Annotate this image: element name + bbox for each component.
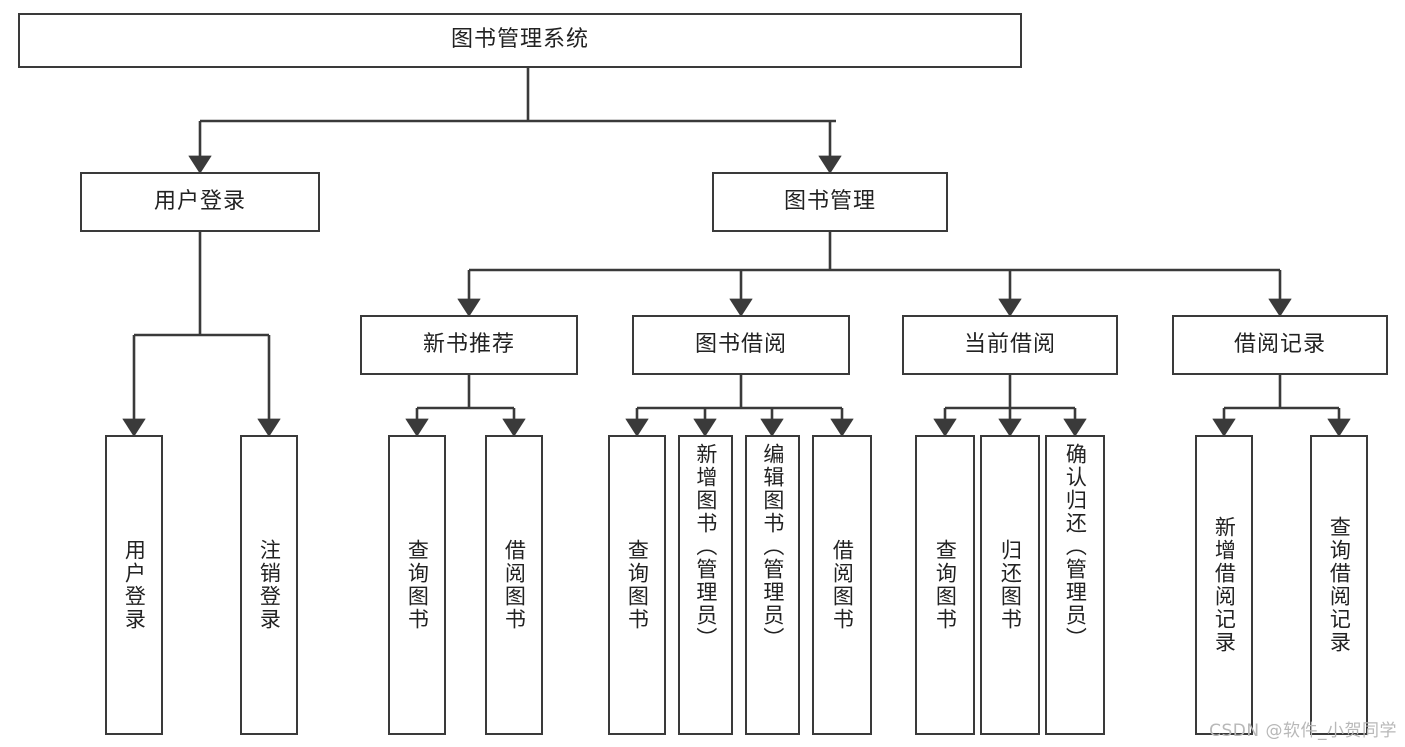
leaf-return-book[interactable]: 归还图书 <box>980 435 1040 735</box>
node-root-label: 图书管理系统 <box>450 27 589 53</box>
leaf-borrow-book-nb[interactable]: 借阅图书 <box>485 435 543 735</box>
leaf-confirm-return-admin-label: 确认归还（管理员） <box>1063 443 1088 650</box>
node-current-borrow-label: 当前借阅 <box>963 331 1056 357</box>
leaf-edit-book-admin-label: 编辑图书（管理员） <box>760 443 785 650</box>
leaf-add-borrow-record-label: 新增借阅记录 <box>1212 516 1237 654</box>
leaf-borrow-book-nb-label: 借阅图书 <box>502 539 527 631</box>
leaf-query-borrow-record[interactable]: 查询借阅记录 <box>1310 435 1368 735</box>
node-root[interactable]: 图书管理系统 <box>18 13 1022 68</box>
csdn-watermark: CSDN @软件_小贺同学 <box>1209 721 1397 741</box>
leaf-confirm-return-admin[interactable]: 确认归还（管理员） <box>1045 435 1105 735</box>
leaf-query-book-bb-label: 查询图书 <box>625 539 650 631</box>
leaf-borrow-book-bb[interactable]: 借阅图书 <box>812 435 872 735</box>
leaf-query-book-nb-label: 查询图书 <box>405 539 430 631</box>
node-book-management-label: 图书管理 <box>783 188 876 214</box>
leaf-query-borrow-record-label: 查询借阅记录 <box>1327 516 1352 654</box>
node-borrow-record[interactable]: 借阅记录 <box>1172 315 1388 375</box>
leaf-query-book-cb[interactable]: 查询图书 <box>915 435 975 735</box>
leaf-add-book-admin[interactable]: 新增图书（管理员） <box>678 435 733 735</box>
node-new-book-recommend[interactable]: 新书推荐 <box>360 315 578 375</box>
node-new-book-recommend-label: 新书推荐 <box>422 331 515 357</box>
leaf-borrow-book-bb-label: 借阅图书 <box>830 539 855 631</box>
leaf-query-book-bb[interactable]: 查询图书 <box>608 435 666 735</box>
leaf-add-book-admin-label: 新增图书（管理员） <box>693 443 718 650</box>
node-book-borrow-label: 图书借阅 <box>694 331 787 357</box>
leaf-user-login[interactable]: 用户登录 <box>105 435 163 735</box>
node-book-borrow[interactable]: 图书借阅 <box>632 315 850 375</box>
leaf-query-book-nb[interactable]: 查询图书 <box>388 435 446 735</box>
node-user-login[interactable]: 用户登录 <box>80 172 320 232</box>
node-book-management[interactable]: 图书管理 <box>712 172 948 232</box>
leaf-logout[interactable]: 注销登录 <box>240 435 298 735</box>
leaf-query-book-cb-label: 查询图书 <box>933 539 958 631</box>
leaf-edit-book-admin[interactable]: 编辑图书（管理员） <box>745 435 800 735</box>
leaf-return-book-label: 归还图书 <box>998 539 1023 631</box>
node-current-borrow[interactable]: 当前借阅 <box>902 315 1118 375</box>
node-user-login-label: 用户登录 <box>153 188 246 214</box>
leaf-user-login-label: 用户登录 <box>122 539 147 631</box>
node-borrow-record-label: 借阅记录 <box>1233 331 1326 357</box>
leaf-logout-label: 注销登录 <box>257 539 282 631</box>
leaf-add-borrow-record[interactable]: 新增借阅记录 <box>1195 435 1253 735</box>
